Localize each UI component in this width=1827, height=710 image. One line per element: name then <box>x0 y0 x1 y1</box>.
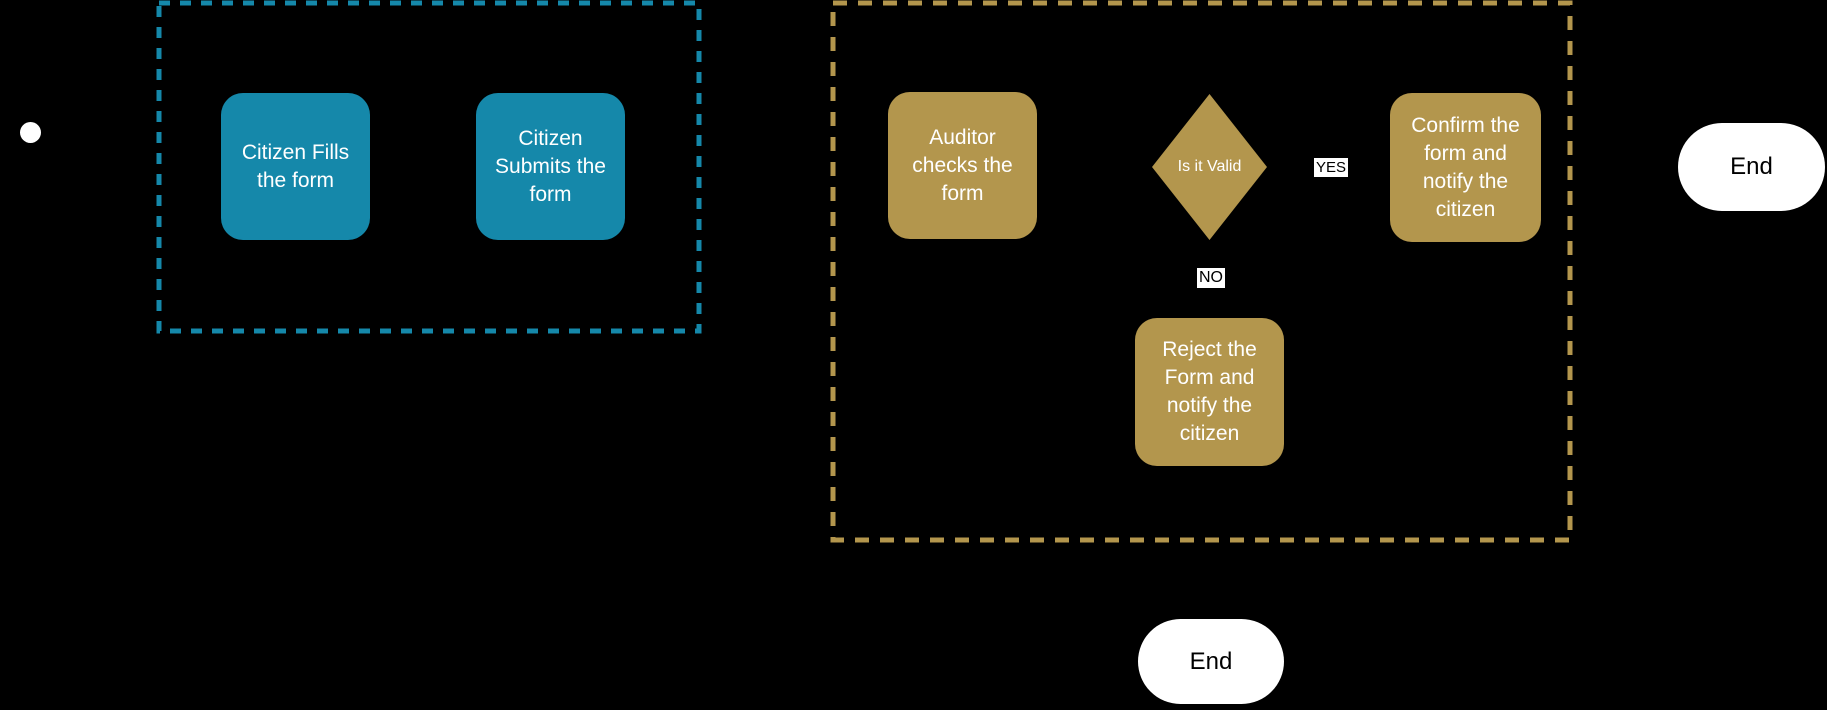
start-node <box>20 122 41 143</box>
end-node-bottom: End <box>1138 619 1284 704</box>
task-reject-and-notify: Reject the Form and notify the citizen <box>1135 318 1284 466</box>
task-label: Citizen Fills the form <box>241 140 350 192</box>
edge-label-text: NO <box>1199 269 1223 286</box>
task-auditor-checks-form: Auditor checks the form <box>888 92 1037 239</box>
edge-label-no: NO <box>1197 268 1225 288</box>
task-label: Auditor checks the form <box>912 125 1013 205</box>
edge-label-yes: YES <box>1314 158 1349 177</box>
task-label: Reject the Form and notify the citizen <box>1162 338 1257 445</box>
end-label: End <box>1189 647 1233 675</box>
task-citizen-submits-form: Citizen Submits the form <box>476 93 625 240</box>
task-citizen-fills-form: Citizen Fills the form <box>221 93 370 240</box>
decision-label: Is it Valid <box>1177 158 1242 175</box>
decision-is-it-valid: Is it Valid <box>1152 94 1267 240</box>
edge-label-text: YES <box>1316 159 1347 176</box>
task-confirm-and-notify: Confirm the form and notify the citizen <box>1390 93 1541 242</box>
end-node-right: End <box>1678 123 1825 211</box>
end-label: End <box>1730 153 1773 180</box>
task-label: Confirm the form and notify the citizen <box>1411 113 1520 221</box>
task-label: Citizen Submits the form <box>495 126 606 206</box>
